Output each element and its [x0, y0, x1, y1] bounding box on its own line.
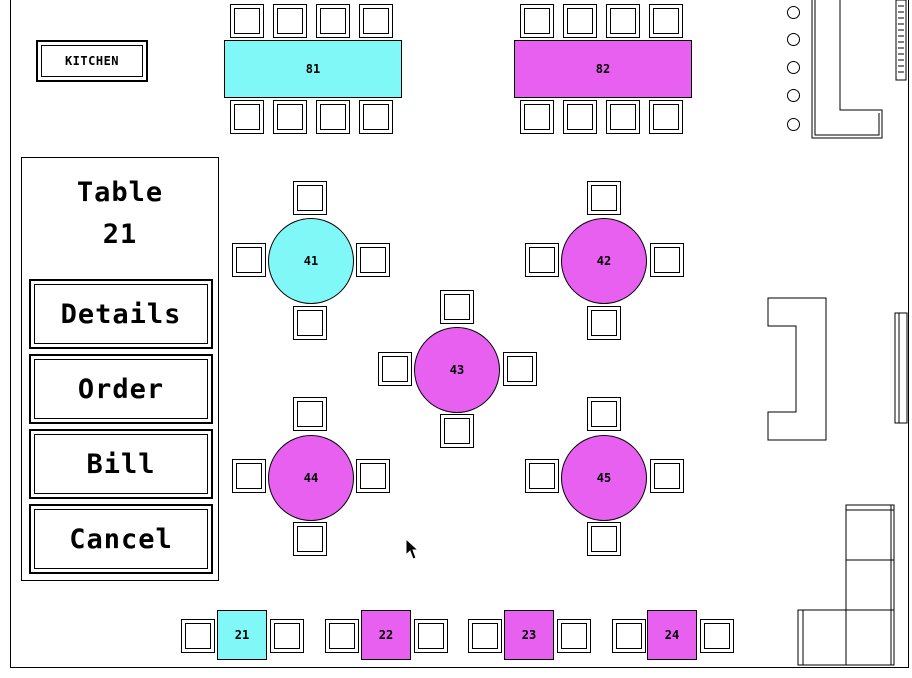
table-number: 42: [596, 254, 612, 268]
table-82[interactable]: 82: [514, 40, 692, 98]
table-number: 45: [596, 471, 612, 485]
chair: [359, 4, 393, 38]
bar-stool: [787, 61, 800, 74]
table-number: 22: [378, 628, 394, 642]
chair: [520, 4, 554, 38]
table-number: 24: [664, 628, 680, 642]
chair: [293, 181, 327, 215]
chair: [440, 290, 474, 324]
chair: [525, 459, 559, 493]
table-44[interactable]: 44: [268, 435, 354, 521]
table-45[interactable]: 45: [561, 435, 647, 521]
chair: [293, 306, 327, 340]
chair: [293, 522, 327, 556]
chair: [232, 243, 266, 277]
chair: [273, 100, 307, 134]
bar-stool: [787, 6, 800, 19]
table-number: 44: [303, 471, 319, 485]
chair: [587, 181, 621, 215]
bill-button[interactable]: Bill: [29, 429, 213, 499]
chair: [181, 619, 215, 653]
service-station: [767, 297, 827, 441]
chair: [378, 352, 412, 386]
table-number: 21: [234, 628, 250, 642]
chair: [503, 352, 537, 386]
table-22[interactable]: 22: [361, 610, 411, 660]
cancel-button-label: Cancel: [34, 509, 208, 569]
table-panel: Table 21 Details Order Bill Cancel: [21, 157, 219, 581]
table-number: 43: [449, 363, 465, 377]
chair: [316, 4, 350, 38]
chair: [649, 4, 683, 38]
order-button-label: Order: [34, 359, 208, 419]
chair: [325, 619, 359, 653]
details-button[interactable]: Details: [29, 279, 213, 349]
panel-title: Table 21: [22, 172, 218, 256]
cancel-button[interactable]: Cancel: [29, 504, 213, 574]
chair: [273, 4, 307, 38]
chair: [356, 459, 390, 493]
chair: [270, 619, 304, 653]
chair: [232, 459, 266, 493]
chair: [468, 619, 502, 653]
table-23[interactable]: 23: [504, 610, 554, 660]
table-24[interactable]: 24: [647, 610, 697, 660]
chair: [557, 619, 591, 653]
chair: [606, 100, 640, 134]
chair: [700, 619, 734, 653]
side-door: [894, 312, 908, 424]
chair: [587, 397, 621, 431]
table-43[interactable]: 43: [414, 327, 500, 413]
bar-stool: [787, 89, 800, 102]
table-81[interactable]: 81: [224, 40, 402, 98]
chair: [650, 243, 684, 277]
panel-title-line1: Table: [76, 177, 164, 208]
chair: [606, 4, 640, 38]
details-button-label: Details: [34, 284, 208, 344]
chair: [587, 306, 621, 340]
corner-booth: [797, 504, 895, 666]
bar-stool: [787, 33, 800, 46]
chair: [587, 522, 621, 556]
chair: [414, 619, 448, 653]
chair: [563, 100, 597, 134]
bill-button-label: Bill: [34, 434, 208, 494]
kitchen-label: KITCHEN: [36, 40, 148, 82]
bar-stool: [787, 118, 800, 131]
table-42[interactable]: 42: [561, 218, 647, 304]
chair: [359, 100, 393, 134]
table-number: 41: [303, 254, 319, 268]
mouse-cursor-icon: [405, 538, 420, 560]
order-button[interactable]: Order: [29, 354, 213, 424]
chair: [649, 100, 683, 134]
wall-rack: [895, 0, 907, 81]
panel-title-line2: 21: [102, 219, 138, 250]
bar-counter: [811, 0, 883, 139]
chair: [230, 100, 264, 134]
chair: [230, 4, 264, 38]
chair: [293, 397, 327, 431]
table-number: 81: [305, 62, 321, 76]
chair: [316, 100, 350, 134]
chair: [650, 459, 684, 493]
table-number: 23: [521, 628, 537, 642]
chair: [440, 414, 474, 448]
chair: [612, 619, 646, 653]
chair: [356, 243, 390, 277]
table-21[interactable]: 21: [217, 610, 267, 660]
table-number: 82: [595, 62, 611, 76]
chair: [525, 243, 559, 277]
table-41[interactable]: 41: [268, 218, 354, 304]
kitchen-text: KITCHEN: [41, 45, 143, 77]
chair: [520, 100, 554, 134]
chair: [563, 4, 597, 38]
